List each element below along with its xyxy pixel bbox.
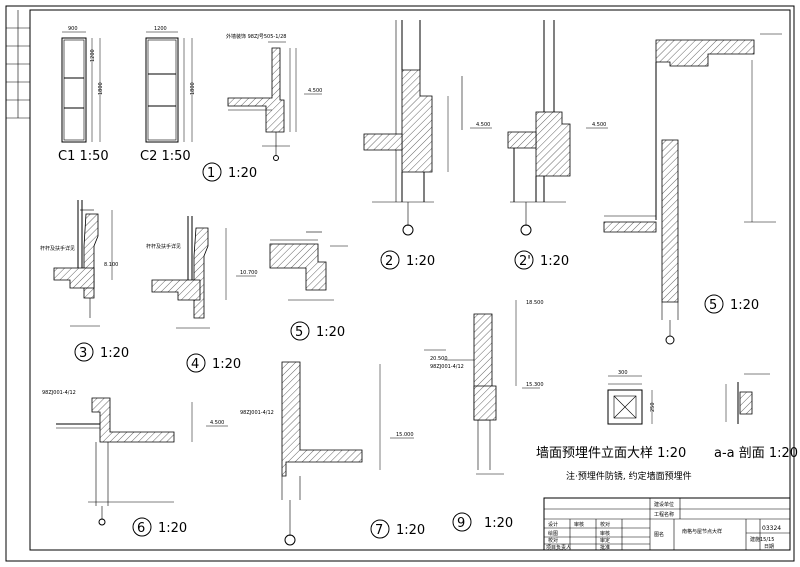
detail-2p-drawing: 4.500	[507, 20, 608, 236]
detail-9-note: 98ZJ001-4/12	[430, 364, 464, 370]
window-detail-c1: 900 1200 1800 C1 1:50	[58, 26, 109, 164]
detail-2-level: 4.500	[476, 122, 490, 128]
detail-9-label: 9 1:20	[452, 512, 513, 532]
detail-9-level-a: 20.500	[430, 356, 448, 362]
svg-text:9: 9	[457, 516, 465, 531]
detail-4-drawing: 杆杆及扶手详见 10.700	[146, 216, 258, 329]
detail-3-label: 3 1:20	[74, 342, 129, 362]
detail-2-label: 2 1:20	[380, 250, 435, 270]
detail-9-level-b: 18.500	[526, 300, 544, 306]
binding-strip	[6, 10, 30, 119]
detail-3-level: 8.100	[104, 262, 118, 268]
detail-2p-level: 4.500	[592, 122, 606, 128]
svg-text:7: 7	[375, 523, 383, 538]
svg-text:1:20: 1:20	[396, 523, 425, 538]
detail-3-note: 杆杆及扶手详见	[40, 245, 75, 252]
window-detail-c2: 1200 1800 C2 1:50	[140, 26, 196, 164]
detail-7-level: 4.500	[210, 420, 224, 426]
detail-5-label: 5 1:20	[290, 321, 345, 341]
tb-mid-3: 审定	[600, 537, 610, 544]
detail-2-drawing: 4.500	[363, 20, 492, 236]
detail-8-drawing: 98ZJ001-4/12 15.000	[240, 361, 414, 546]
tb-left-3: 校对	[548, 537, 558, 544]
detail-1-label: 1 1:20	[202, 162, 257, 182]
svg-text:2: 2	[385, 254, 393, 269]
detail-4-level: 10.700	[240, 270, 258, 276]
svg-text:1:20: 1:20	[540, 254, 569, 269]
svg-text:1:20: 1:20	[484, 516, 513, 531]
tb-left-1: 设计	[548, 521, 558, 528]
svg-text:1: 1	[207, 166, 215, 181]
title-block	[543, 497, 791, 551]
detail-1-drawing: 外墙装饰 98ZJ号505-1/28 4.500	[226, 33, 322, 161]
detail-6-drawing	[603, 33, 782, 345]
detail-8-label: 7 1:20	[370, 519, 425, 539]
svg-text:5: 5	[709, 298, 717, 313]
svg-text:6: 6	[137, 521, 145, 536]
detail-8-level-a: 15.000	[396, 432, 414, 438]
section-aa-drawing	[725, 373, 770, 424]
detail-9-drawing: 98ZJ001-4/12 20.500 18.500 15.300	[424, 300, 544, 475]
detail-1-level: 4.500	[308, 88, 322, 94]
tb-date-label: 日期	[764, 544, 774, 550]
c1-dim-width: 900	[68, 26, 78, 32]
tb-sheet-index: 建施15/15	[750, 536, 774, 543]
detail-3-drawing: 杆杆及扶手详见 8.100	[40, 200, 118, 327]
wall-piece-dim-a: 300	[618, 370, 628, 376]
tb-left-2: 绘图	[548, 530, 558, 537]
svg-text:4: 4	[191, 357, 199, 372]
tb-drawing-name: 南格与屋节点大样	[682, 528, 722, 535]
inner-frame	[29, 9, 791, 551]
c1-dim-total: 1800	[98, 82, 104, 95]
tb-mid-2: 审核	[600, 530, 610, 537]
detail-5-drawing	[269, 231, 348, 301]
detail-6-label: 5 1:20	[704, 294, 759, 314]
detail-9-level-c: 15.300	[526, 382, 544, 388]
svg-text:5: 5	[295, 325, 303, 340]
tb-left-5: 项目负责人	[546, 544, 571, 551]
detail-4-label: 4 1:20	[186, 353, 241, 373]
detail-1-note: 外墙装饰 98ZJ号505-1/28	[226, 33, 286, 40]
wall-piece-dim-b: 250	[650, 402, 656, 412]
wall-piece-drawing: 300 250	[607, 370, 656, 425]
svg-text:3: 3	[79, 346, 87, 361]
c1-label: C1 1:50	[58, 149, 109, 164]
wall-piece-title: 墙面预埋件立面大样 1:20	[536, 446, 686, 461]
tb-left-4: 审核	[574, 521, 584, 528]
tb-mid-4: 批准	[600, 544, 610, 551]
section-aa-title: a-a 剖面 1:20	[714, 446, 798, 461]
svg-text:1:20: 1:20	[730, 298, 759, 313]
tb-project-label: 建设单位	[654, 501, 674, 508]
outer-border	[5, 5, 795, 562]
detail-7-note: 98ZJ001-4/12	[42, 390, 76, 396]
c2-dim-width: 1200	[154, 26, 167, 32]
detail-7-drawing: 98ZJ001-4/12 4.500	[42, 390, 228, 526]
wall-piece-note: 注·预埋件防锈, 约定墙面预埋件	[566, 470, 692, 482]
detail-8-note: 98ZJ001-4/12	[240, 410, 274, 416]
tb-drawing-label: 图名	[654, 531, 664, 538]
detail-2p-label: 2' 1:20	[514, 250, 569, 270]
detail-7-label: 6 1:20	[132, 517, 187, 537]
svg-text:2': 2'	[519, 254, 531, 269]
c1-dim-height: 1200	[90, 49, 96, 62]
svg-text:1:20: 1:20	[212, 357, 241, 372]
c2-label: C2 1:50	[140, 149, 191, 164]
tb-engineering-label: 工程名称	[654, 511, 674, 518]
svg-text:1:20: 1:20	[228, 166, 257, 181]
tb-mid-1: 校对	[600, 521, 610, 528]
svg-text:1:20: 1:20	[406, 254, 435, 269]
tb-sheet-no: 03324	[762, 525, 781, 532]
svg-text:1:20: 1:20	[158, 521, 187, 536]
svg-text:1:20: 1:20	[316, 325, 345, 340]
c2-dim-total: 1800	[190, 82, 196, 95]
svg-text:1:20: 1:20	[100, 346, 129, 361]
detail-4-note: 杆杆及扶手详见	[146, 243, 181, 250]
